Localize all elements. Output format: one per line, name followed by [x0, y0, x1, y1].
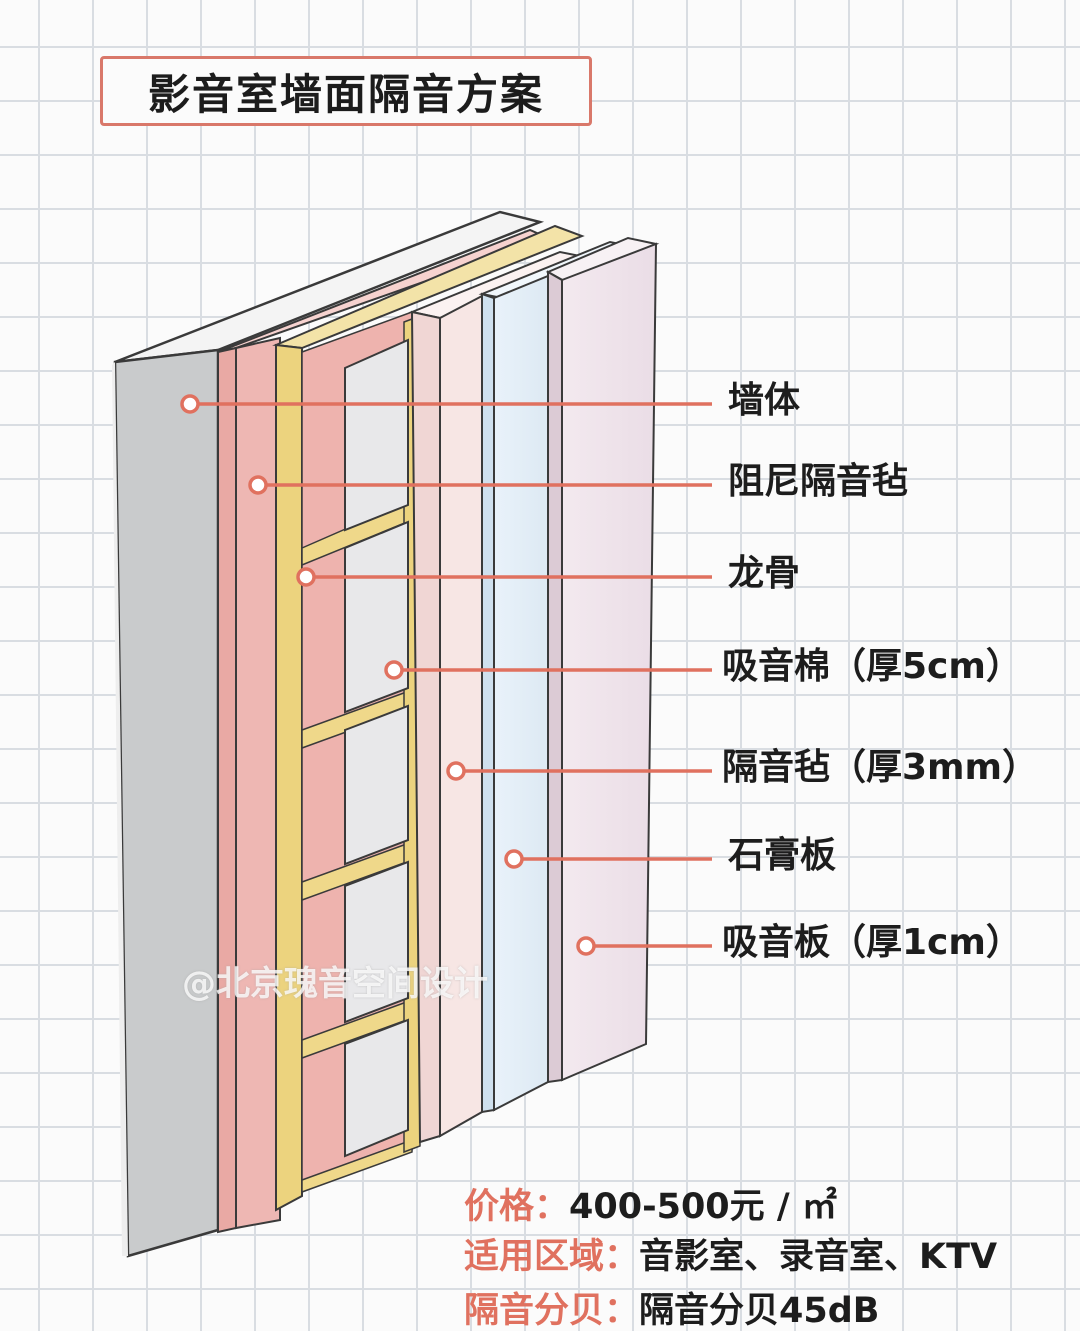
label-gypsum: 石膏板 [728, 835, 837, 876]
page-title: 影音室墙面隔音方案 [147, 69, 544, 119]
label-keel: 龙骨 [728, 553, 801, 594]
info-price: 价格：400-500元 / ㎡ [464, 1190, 837, 1225]
damping-felt-layer [217, 228, 551, 1234]
marker-damping-felt [248, 475, 268, 495]
label-panel: 吸音板（厚1cm） [722, 922, 1022, 963]
label-felt: 隔音毡（厚3mm） [722, 747, 1039, 788]
marker-cotton [384, 660, 404, 680]
info-scope: 适用区域：音影室、录音室、KTV [464, 1240, 997, 1275]
title-box: 影音室墙面隔音方案 [100, 56, 592, 126]
label-wall: 墙体 [728, 380, 801, 421]
info-db: 隔音分贝：隔音分贝45dB [464, 1294, 879, 1329]
info-db-value: 隔音分贝45dB [639, 1291, 880, 1331]
marker-gypsum [504, 849, 524, 869]
info-price-key: 价格： [464, 1187, 570, 1227]
wall-body [112, 210, 545, 1258]
info-price-value: 400-500元 / ㎡ [569, 1187, 837, 1227]
watermark: @北京瑰音空间设计 [182, 964, 488, 1004]
info-db-key: 隔音分贝： [464, 1291, 640, 1331]
marker-panel [576, 936, 596, 956]
info-scope-value: 音影室、录音室、KTV [639, 1237, 998, 1277]
absorbing-panel-layer [545, 236, 660, 1084]
marker-wall [180, 394, 200, 414]
label-damping-felt: 阻尼隔音毡 [728, 461, 909, 502]
marker-felt [446, 761, 466, 781]
marker-keel [296, 567, 316, 587]
leader-lines [180, 394, 712, 956]
label-cotton: 吸音棉（厚5cm） [722, 646, 1022, 687]
info-scope-key: 适用区域： [464, 1237, 640, 1277]
insulation-felt-layer [408, 250, 594, 1144]
